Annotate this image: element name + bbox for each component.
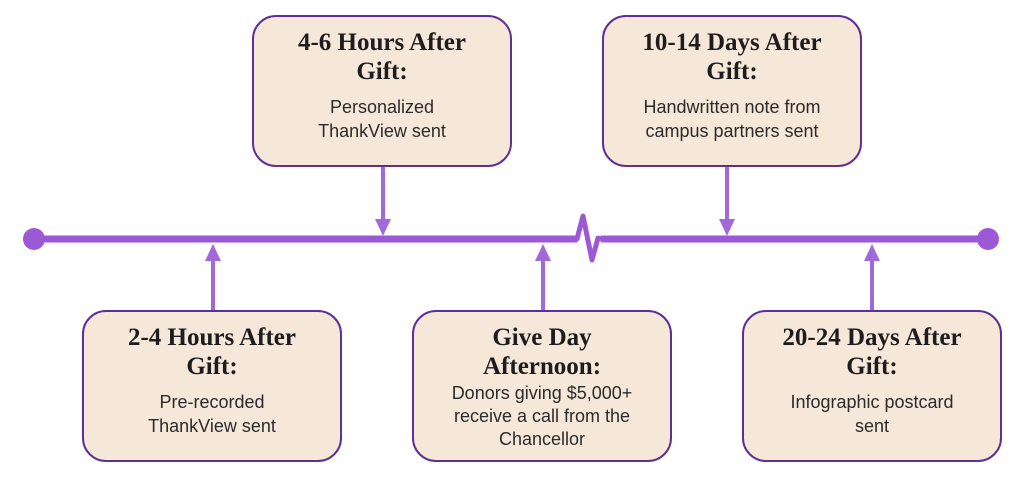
event-title: 20-24 Days After Gift:: [782, 324, 962, 380]
event-description: Infographic postcard sent: [790, 392, 954, 436]
event-title: 2-4 Hours After Gift:: [127, 324, 297, 380]
connector-arrow-down-1: [375, 167, 391, 236]
timeline-line: [23, 213, 999, 263]
event-description: Personalized ThankView sent: [318, 97, 446, 141]
event-box-10-14-days-after-gift: 10-14 Days After Gift: Handwritten note …: [602, 15, 862, 167]
event-box-20-24-days-after-gift: 20-24 Days After Gift: Infographic postc…: [742, 310, 1002, 462]
event-title: 4-6 Hours After Gift:: [297, 29, 467, 85]
event-description: Pre-recorded ThankView sent: [148, 392, 276, 436]
connector-arrow-down-2: [719, 167, 735, 236]
event-box-2-4-hours-after-gift: 2-4 Hours After Gift: Pre-recorded Thank…: [82, 310, 342, 462]
event-box-4-6-hours-after-gift: 4-6 Hours After Gift: Personalized Thank…: [252, 15, 512, 167]
event-description: Donors giving $5,000+ receive a call fro…: [451, 382, 633, 450]
connector-arrow-up-2: [535, 244, 551, 310]
event-description: Handwritten note from campus partners se…: [643, 97, 821, 141]
connector-arrow-up-1: [205, 244, 221, 310]
event-box-give-day-afternoon: Give Day Afternoon: Donors giving $5,000…: [412, 310, 672, 462]
timeline-break-icon: [574, 213, 605, 263]
event-title: 10-14 Days After Gift:: [642, 29, 822, 85]
event-title: Give Day Afternoon:: [482, 324, 602, 380]
connector-arrow-up-3: [864, 244, 880, 310]
